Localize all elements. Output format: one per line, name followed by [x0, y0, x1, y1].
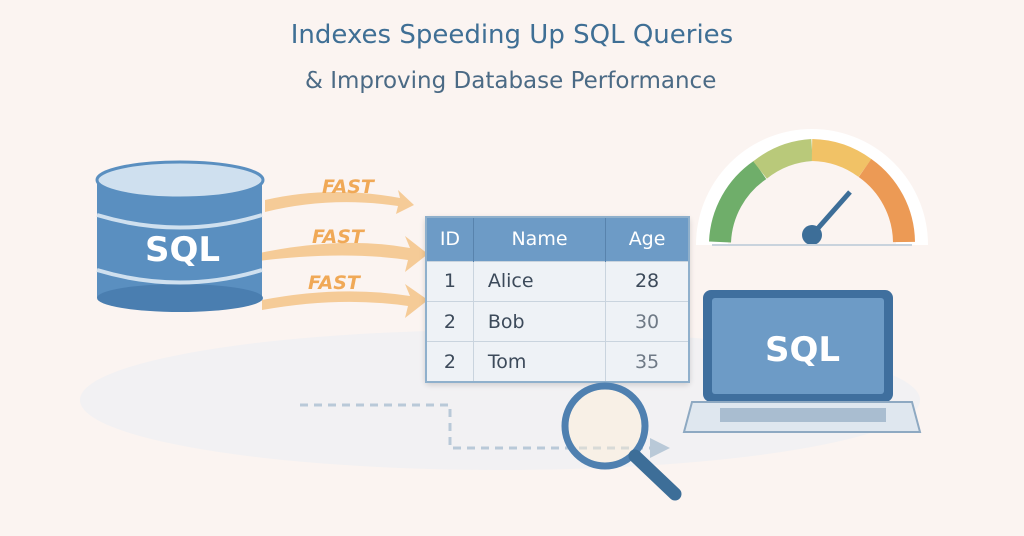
page-subtitle: & Improving Database Performance	[305, 68, 717, 94]
database-icon	[95, 160, 265, 312]
cell: Bob	[472, 300, 607, 343]
cell: 2	[425, 300, 474, 343]
column-header: Name	[473, 217, 607, 262]
speedometer-icon	[696, 129, 928, 246]
cell: 35	[605, 341, 690, 383]
arrow-head-icon	[650, 438, 670, 458]
page-title: Indexes Speeding Up SQL Queries	[290, 20, 734, 50]
magnifier-icon	[561, 382, 682, 501]
database-label: SQL	[145, 230, 221, 270]
laptop-screen-label: SQL	[765, 330, 841, 370]
laptop-icon	[682, 290, 922, 433]
cell: Tom	[472, 341, 607, 383]
fast-label: FAST	[308, 272, 360, 294]
column-header: Age	[605, 217, 690, 262]
cell: 2	[425, 341, 474, 383]
dashed-path	[300, 403, 650, 450]
cell: 28	[605, 260, 690, 303]
column-header: ID	[426, 217, 474, 262]
cell: 30	[605, 300, 690, 343]
fast-label: FAST	[312, 226, 364, 248]
cell: Alice	[472, 260, 607, 303]
fast-label: FAST	[322, 176, 374, 198]
cell: 1	[425, 260, 474, 303]
fast-arrows-icon	[250, 190, 428, 318]
